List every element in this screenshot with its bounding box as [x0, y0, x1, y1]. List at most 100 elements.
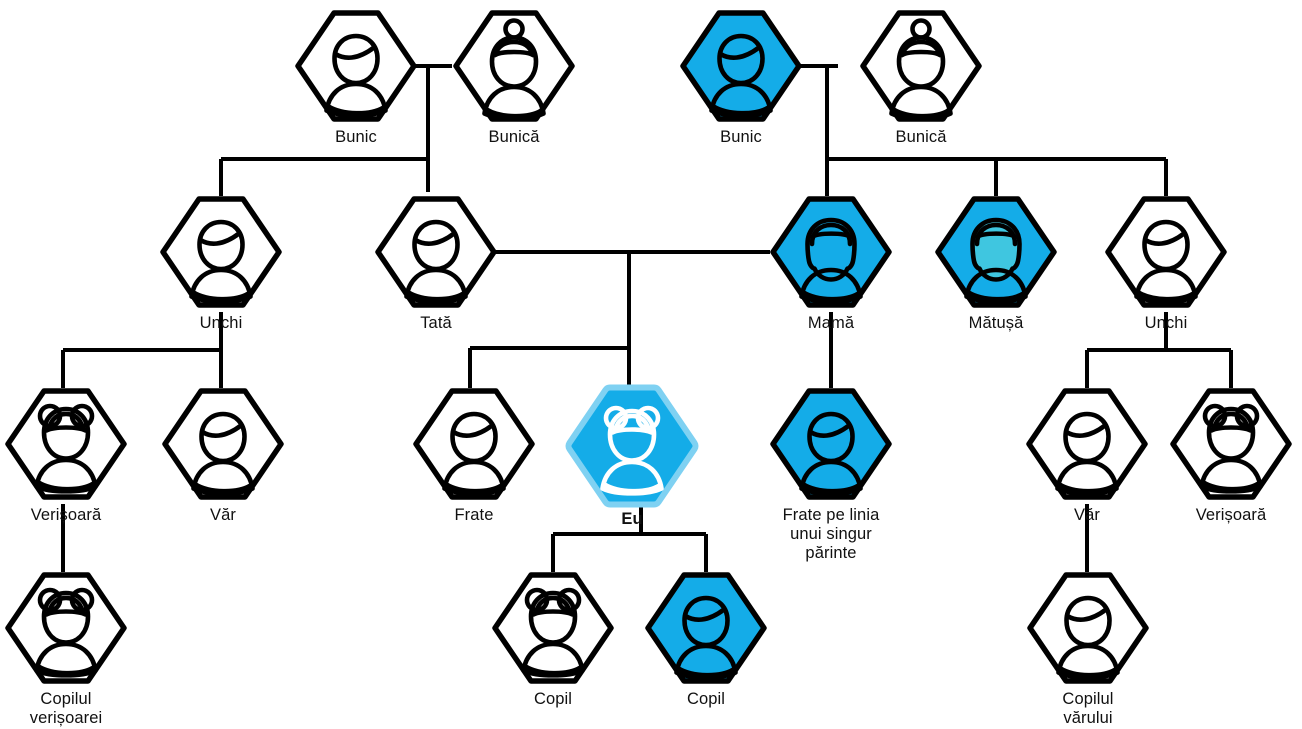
node-bunica-p[interactable]: Bunică [448, 6, 580, 147]
hexagon-avatar-unchi-r[interactable] [1100, 192, 1232, 312]
node-frate[interactable]: Frate [408, 384, 540, 525]
node-label-unchi-l: Unchi [199, 314, 243, 332]
woman-icon [964, 217, 1028, 304]
man-icon [189, 219, 253, 304]
node-label-copil-1: Copil [533, 690, 573, 708]
node-tata[interactable]: Tată [370, 192, 502, 333]
node-mama[interactable]: Mamă [765, 192, 897, 333]
man-icon [1055, 411, 1119, 496]
node-bunica-m[interactable]: Bunică [855, 6, 987, 147]
hexagon-avatar-copil-2[interactable] [640, 568, 772, 688]
node-matusa[interactable]: Mătușă [930, 192, 1062, 333]
hexagon-avatar-bunic-m[interactable] [675, 6, 807, 126]
node-label-bunic-m: Bunic [720, 128, 762, 146]
girl-twin-buns-icon [521, 587, 585, 678]
node-label-eu: Eu [621, 510, 643, 528]
hexagon-avatar-tata[interactable] [370, 192, 502, 312]
hexagon-avatar-eu[interactable] [557, 378, 707, 514]
node-label-verisoara-l: Verișoară [30, 506, 102, 524]
hexagon-avatar-verisoara-l[interactable] [0, 384, 132, 504]
man-icon [442, 411, 506, 496]
node-label-unchi-r: Unchi [1144, 314, 1188, 332]
hexagon-outline [5, 388, 127, 500]
woman-icon [799, 217, 863, 304]
node-label-var-l: Văr [210, 506, 236, 524]
node-eu[interactable]: Eu [565, 378, 699, 529]
node-var-r[interactable]: Văr [1021, 384, 1153, 525]
hexagon-outline [492, 572, 614, 684]
man-icon [324, 33, 388, 118]
man-icon [404, 219, 468, 304]
man-icon [799, 411, 863, 496]
grandmother-bun-icon [482, 18, 546, 121]
hexagon-avatar-var-l[interactable] [157, 384, 289, 504]
node-unchi-r[interactable]: Unchi [1100, 192, 1232, 333]
hexagon-outline [160, 196, 282, 308]
node-bunic-m[interactable]: Bunic [675, 6, 807, 147]
hexagon-avatar-matusa[interactable] [930, 192, 1062, 312]
node-copil-1[interactable]: Copil [487, 568, 619, 709]
hexagon-avatar-frate[interactable] [408, 384, 540, 504]
man-icon [1056, 595, 1120, 680]
node-copil-2[interactable]: Copil [640, 568, 772, 709]
hexagon-outline [1027, 572, 1149, 684]
hexagon-avatar-bunica-p[interactable] [448, 6, 580, 126]
hexagon-avatar-bunic-p[interactable] [290, 6, 422, 126]
node-label-tata: Tată [420, 314, 452, 332]
hexagon-outline [860, 10, 982, 122]
man-icon [709, 33, 773, 118]
node-verisoara-l[interactable]: Verișoară [0, 384, 132, 525]
node-bunic-p[interactable]: Bunic [290, 6, 422, 147]
hexagon-outline [1170, 388, 1292, 500]
hexagon-avatar-copil-1[interactable] [487, 568, 619, 688]
node-label-frate: Frate [454, 506, 494, 524]
man-icon [191, 411, 255, 496]
node-verisoara-r[interactable]: Verișoară [1165, 384, 1297, 525]
hexagon-outline [571, 390, 693, 502]
node-label-var-r: Văr [1074, 506, 1100, 524]
hexagon-outline [375, 196, 497, 308]
hexagon-avatar-unchi-l[interactable] [155, 192, 287, 312]
hexagon-outline [162, 388, 284, 500]
hexagon-outline [645, 572, 767, 684]
node-label-mama: Mamă [807, 314, 855, 332]
hexagon-avatar-frate-vitreg[interactable] [765, 384, 897, 504]
hexagon-outline [680, 10, 802, 122]
hexagon-outline [453, 10, 575, 122]
node-label-bunica-p: Bunică [488, 128, 540, 146]
hexagon-avatar-mama[interactable] [765, 192, 897, 312]
hexagon-outline [413, 388, 535, 500]
girl-twin-buns-icon [1199, 403, 1263, 494]
hexagon-outline [295, 10, 417, 122]
hexagon-outline [1105, 196, 1227, 308]
hexagon-outline [770, 388, 892, 500]
node-label-bunic-p: Bunic [335, 128, 377, 146]
hexagon-avatar-copilul-varului[interactable] [1022, 568, 1154, 688]
girl-twin-buns-icon [600, 405, 664, 496]
hexagon-avatar-verisoara-r[interactable] [1165, 384, 1297, 504]
node-label-bunica-m: Bunică [895, 128, 947, 146]
grandmother-bun-icon [889, 18, 953, 121]
node-unchi-l[interactable]: Unchi [155, 192, 287, 333]
node-label-copil-2: Copil [686, 690, 726, 708]
node-label-verisoara-r: Verișoară [1195, 506, 1267, 524]
node-label-matusa: Mătușă [968, 314, 1024, 332]
hexagon-outline [770, 196, 892, 308]
man-icon [1134, 219, 1198, 304]
hexagon-avatar-bunica-m[interactable] [855, 6, 987, 126]
hexagon-outline [1026, 388, 1148, 500]
man-icon [674, 595, 738, 680]
hexagon-avatar-copilul-verisoarei[interactable] [0, 568, 132, 688]
hexagon-outline [5, 572, 127, 684]
node-var-l[interactable]: Văr [157, 384, 289, 525]
girl-twin-buns-icon [34, 587, 98, 678]
hexagon-avatar-var-r[interactable] [1021, 384, 1153, 504]
